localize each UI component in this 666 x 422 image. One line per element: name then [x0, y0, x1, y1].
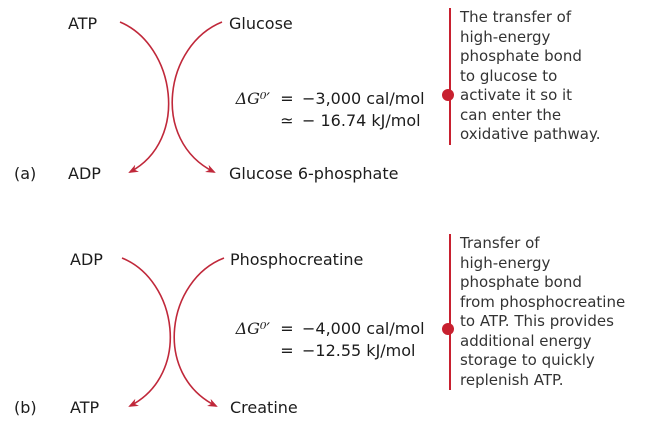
delta-g-symbol: ΔG⁰′	[235, 319, 270, 338]
reactant-adp: ADP	[70, 250, 103, 269]
reaction-arrows-a	[119, 21, 223, 173]
delta-g-kj-value: − 16.74 kJ/mol	[302, 111, 421, 130]
description-note-a: The transfer of high-energy phosphate bo…	[449, 8, 665, 145]
approx-sign: ≃	[280, 111, 294, 130]
delta-g-kj-value: −12.55 kJ/mol	[302, 341, 416, 360]
note-line: to glucose to	[460, 66, 558, 85]
equals-sign: =	[280, 89, 294, 108]
note-line: activate it so it	[460, 86, 573, 104]
panel-b: ADP Phosphocreatine ATP Creatine (b) ΔG⁰…	[0, 222, 666, 422]
note-line: to ATP. This provides	[460, 312, 614, 330]
note-line: from phosphocreatine	[460, 292, 626, 311]
reactant-glucose: Glucose	[229, 14, 293, 33]
callout-dot-a	[442, 89, 454, 101]
product-atp: ATP	[70, 398, 100, 417]
note-line: storage to quickly	[460, 351, 595, 369]
arrow-adp-to-atp	[121, 257, 172, 407]
reactant-atp: ATP	[68, 14, 98, 33]
note-line: phosphate bond	[460, 47, 582, 65]
product-creatine: Creatine	[230, 398, 298, 417]
note-line: replenish ATP.	[460, 370, 564, 389]
note-line: The transfer of	[460, 8, 572, 26]
note-line: additional energy	[460, 331, 592, 350]
note-line: high-energy	[460, 253, 551, 272]
note-line: high-energy	[460, 27, 551, 46]
reaction-arrows-b	[121, 257, 225, 407]
equals-sign: =	[280, 341, 294, 360]
reactant-phosphocreatine: Phosphocreatine	[230, 250, 364, 269]
delta-g-cal-value: −4,000 cal/mol	[302, 319, 425, 338]
free-energy-equation-b: ΔG⁰′ = −4,000 cal/mol = −12.55 kJ/mol	[170, 318, 425, 362]
panel-label-b: (b)	[14, 398, 37, 417]
panel-label-a: (a)	[14, 164, 37, 183]
note-line: Transfer of	[460, 234, 540, 252]
delta-g-symbol: ΔG⁰′	[235, 89, 270, 108]
equals-sign: =	[280, 319, 294, 338]
arrow-phosphocreatine-to-creatine	[173, 257, 225, 407]
product-glucose-6-phosphate: Glucose 6-phosphate	[229, 164, 399, 183]
arrow-atp-to-adp	[119, 21, 170, 173]
free-energy-equation-a: ΔG⁰′ = −3,000 cal/mol ≃ − 16.74 kJ/mol	[170, 88, 425, 132]
note-line: oxidative pathway.	[460, 125, 601, 143]
note-line: can enter the	[460, 105, 562, 124]
note-line: phosphate bond	[460, 273, 582, 291]
product-adp: ADP	[68, 164, 101, 183]
delta-g-cal-value: −3,000 cal/mol	[302, 89, 425, 108]
arrow-glucose-to-g6p	[171, 21, 223, 173]
description-note-b: Transfer of high-energy phosphate bond f…	[449, 234, 665, 390]
panel-a: ATP Glucose ADP Glucose 6-phosphate (a) …	[0, 0, 666, 200]
callout-dot-b	[442, 323, 454, 335]
